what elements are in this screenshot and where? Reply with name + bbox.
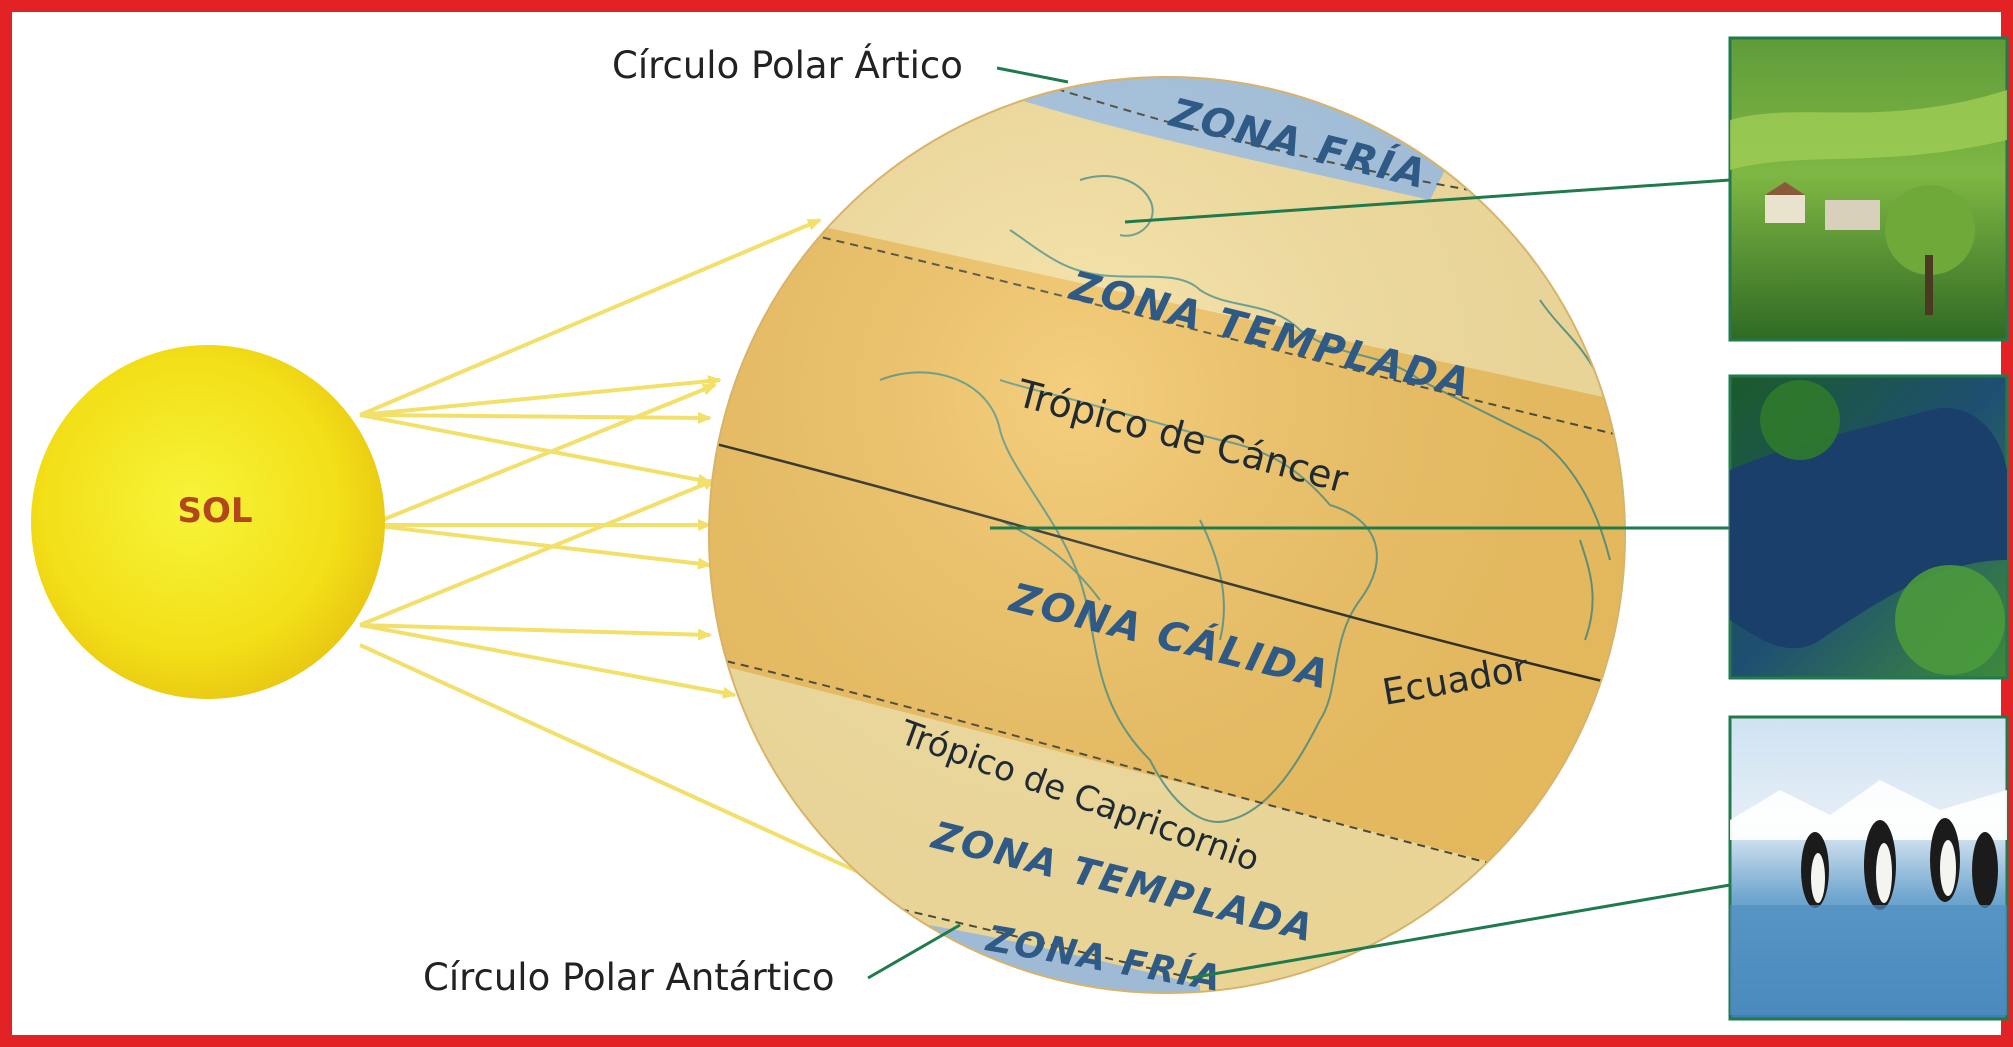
globe xyxy=(708,76,1626,994)
photo-cold xyxy=(1728,715,2009,1021)
arctic-leader-line xyxy=(996,66,1069,84)
sun-label: SOL xyxy=(177,491,252,531)
cold-photo-leader xyxy=(1189,883,1731,980)
sun xyxy=(31,345,385,699)
photo-temperate xyxy=(1728,36,2009,342)
antarctic-circle-label: Círculo Polar Antártico xyxy=(423,956,834,999)
photo-warm xyxy=(1728,374,2009,680)
arctic-circle-label: Círculo Polar Ártico xyxy=(612,43,963,87)
sun-rays xyxy=(359,218,922,902)
temperate-photo-leader xyxy=(1124,178,1731,224)
antarctic-leader-line xyxy=(867,923,961,980)
